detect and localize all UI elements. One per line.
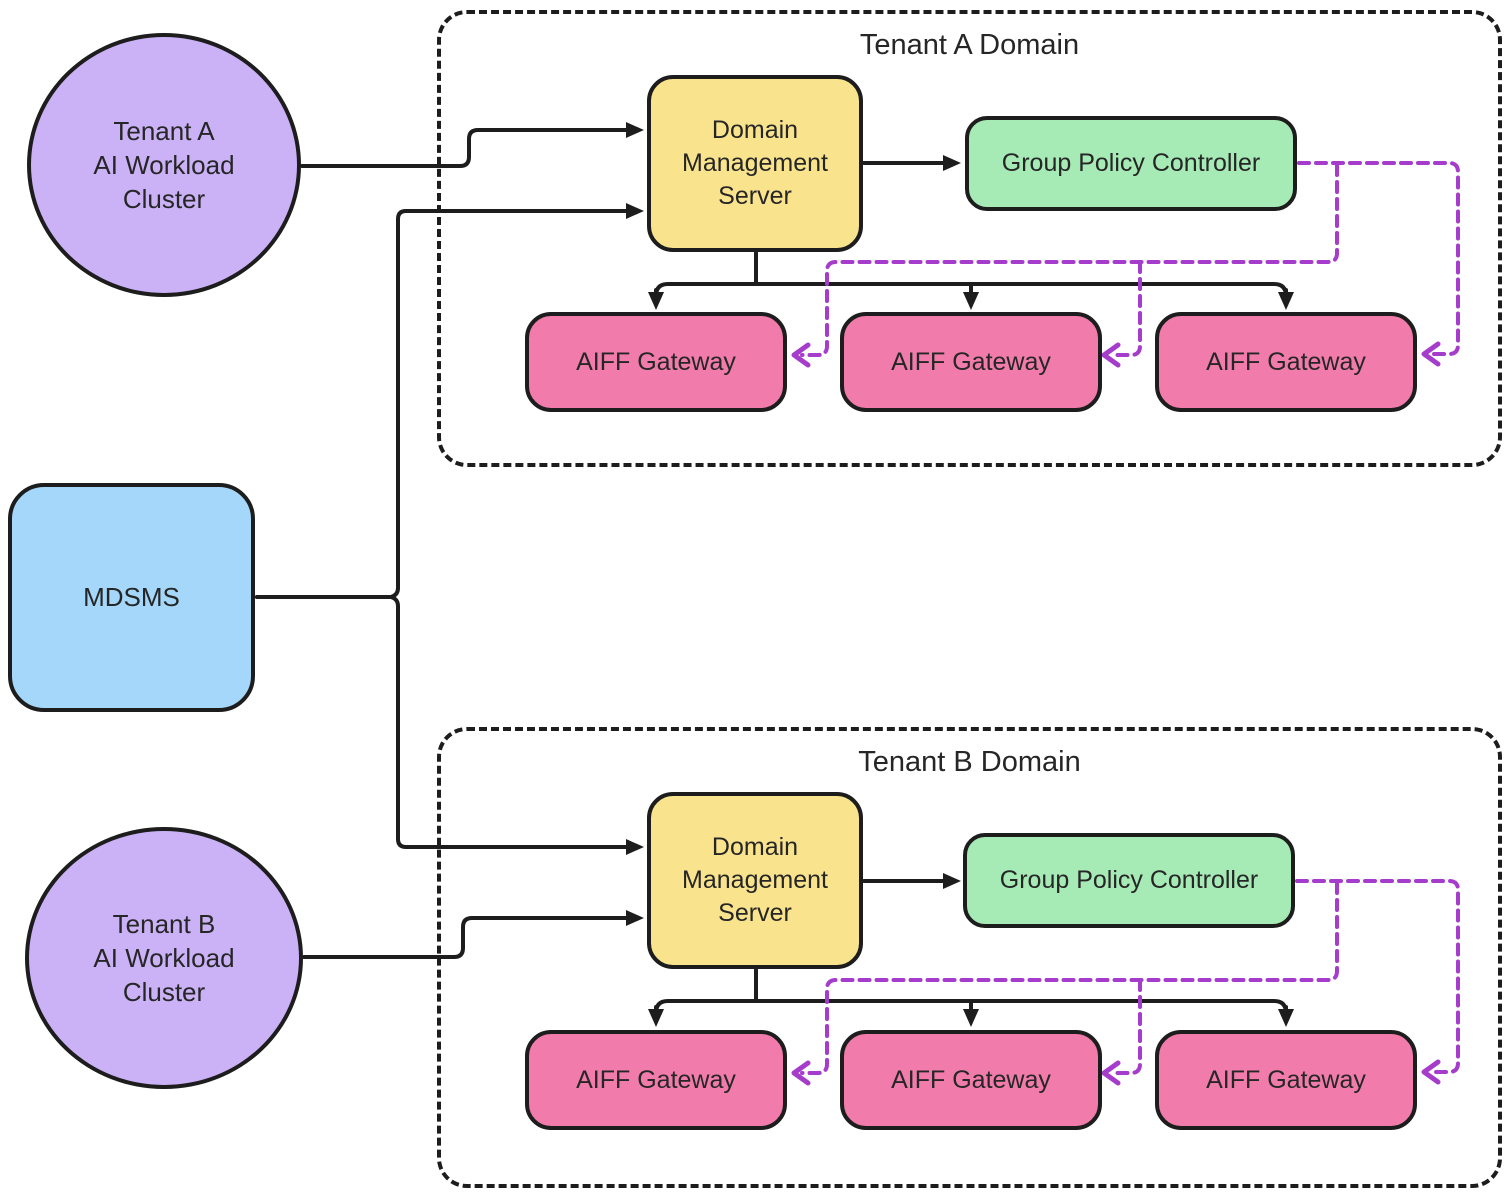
edge-mdsms-to-dms-a bbox=[255, 203, 644, 599]
group-tenant-a-domain: Tenant A Domain bbox=[437, 10, 1502, 467]
node-group-policy-controller-a: Group Policy Controller bbox=[965, 116, 1297, 211]
label-line: Domain bbox=[711, 833, 799, 861]
label-line: Server bbox=[718, 899, 792, 927]
node-label: AIFF Gateway bbox=[891, 347, 1051, 376]
node-label: AIFF Gateway bbox=[1206, 347, 1366, 376]
edge-gpc-a-to-gw1 bbox=[791, 163, 1339, 368]
node-aiff-gateway-a2: AIFF Gateway bbox=[840, 312, 1102, 412]
edge-gpc-b-to-gw1 bbox=[791, 881, 1339, 1086]
label-line: Management bbox=[682, 149, 828, 177]
node-aiff-gateway-a1: AIFF Gateway bbox=[525, 312, 787, 412]
node-group-policy-controller-b: Group Policy Controller bbox=[963, 833, 1295, 928]
node-mdsms: MDSMS bbox=[8, 483, 255, 712]
label-line: AI Workload bbox=[93, 149, 235, 180]
node-label: MDSMS bbox=[83, 582, 180, 613]
node-domain-management-server-b: Domain Management Server bbox=[647, 792, 863, 969]
edge-mdsms-to-dms-b bbox=[255, 595, 644, 855]
node-aiff-gateway-b2: AIFF Gateway bbox=[840, 1030, 1102, 1130]
label-line: Domain bbox=[711, 116, 799, 144]
label-line: Cluster bbox=[122, 977, 206, 1008]
node-label: Tenant A AI Workload Cluster bbox=[93, 114, 234, 217]
label-line: Management bbox=[682, 866, 828, 894]
node-aiff-gateway-b1: AIFF Gateway bbox=[525, 1030, 787, 1130]
group-title: Tenant B Domain bbox=[858, 746, 1081, 778]
label-line: AI Workload bbox=[93, 942, 235, 973]
label-line: Cluster bbox=[122, 184, 206, 215]
edge-tenant-b-to-dms-b bbox=[302, 910, 644, 959]
node-tenant-a-workload-cluster: Tenant A AI Workload Cluster bbox=[27, 33, 301, 297]
label-line: Server bbox=[718, 182, 792, 210]
node-domain-management-server-a: Domain Management Server bbox=[647, 75, 863, 252]
node-label: AIFF Gateway bbox=[576, 1065, 736, 1094]
label-line: Tenant B bbox=[112, 908, 216, 939]
node-label: Domain Management Server bbox=[682, 114, 828, 213]
edge-tenant-a-to-dms-a bbox=[300, 122, 644, 168]
node-label: Domain Management Server bbox=[682, 831, 828, 930]
group-title: Tenant A Domain bbox=[859, 29, 1080, 61]
node-label: AIFF Gateway bbox=[576, 347, 736, 376]
node-label: AIFF Gateway bbox=[891, 1065, 1051, 1094]
edge-gpc-a-to-gw2 bbox=[1101, 260, 1142, 368]
node-label: Group Policy Controller bbox=[1001, 149, 1261, 177]
label-line: Tenant A bbox=[113, 115, 215, 146]
edge-gpc-b-to-gw3 bbox=[1295, 879, 1460, 1085]
node-label: Group Policy Controller bbox=[999, 866, 1259, 894]
node-label: AIFF Gateway bbox=[1206, 1065, 1366, 1094]
node-aiff-gateway-a3: AIFF Gateway bbox=[1155, 312, 1417, 412]
node-label: Tenant B AI Workload Cluster bbox=[93, 907, 234, 1010]
edge-gpc-a-to-gw3 bbox=[1297, 161, 1460, 367]
edge-gpc-b-to-gw2 bbox=[1101, 978, 1142, 1086]
node-aiff-gateway-b3: AIFF Gateway bbox=[1155, 1030, 1417, 1130]
node-tenant-b-workload-cluster: Tenant B AI Workload Cluster bbox=[25, 827, 303, 1089]
